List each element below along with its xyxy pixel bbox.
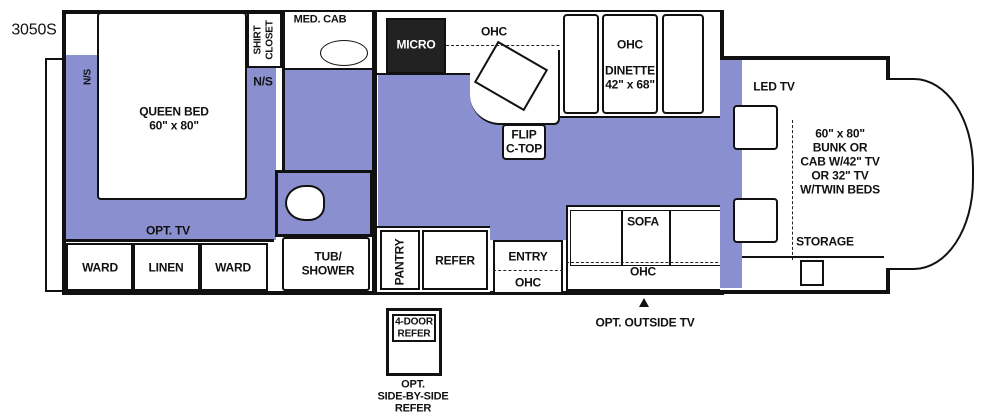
- wardrobe-left: [66, 243, 133, 291]
- wardrobe-right-label: WARD: [215, 260, 251, 275]
- sofa-cushion: [570, 210, 622, 266]
- toilet-icon: [285, 185, 325, 221]
- shirt-closet-label-2: CLOSET: [264, 20, 276, 60]
- entry-label: ENTRY: [508, 249, 548, 264]
- bunk-dash: [792, 120, 793, 260]
- dinette-size: 42" x 68": [605, 77, 655, 92]
- pantry-label: PANTRY: [392, 238, 407, 286]
- linen-closet: [133, 243, 200, 291]
- ohc-entry-label: OHC: [514, 275, 542, 290]
- opt-refer-label: REFER: [394, 402, 432, 415]
- wardrobe-right: [200, 243, 268, 291]
- wardrobe-left-label: WARD: [82, 260, 118, 275]
- dinette-seat-left: [563, 14, 599, 114]
- opt-refer-label: SIDE-BY-SIDE: [377, 390, 449, 403]
- bunk-line: BUNK OR: [812, 140, 868, 155]
- front-floor-strip: [720, 60, 742, 288]
- rear-cap: [45, 58, 63, 292]
- nightstand-right: N/S: [253, 74, 273, 89]
- range-icon: [386, 18, 446, 74]
- wall: [372, 12, 377, 292]
- dinette-seat-right: [662, 14, 704, 114]
- tub-label: TUB/: [314, 249, 342, 264]
- nightstand-left: N/S: [82, 68, 94, 86]
- passenger-seat: [733, 198, 778, 243]
- bunk-line: W/TWIN BEDS: [800, 182, 880, 197]
- shirt-closet: [247, 12, 282, 68]
- opt-tv-label: OPT. TV: [146, 223, 190, 238]
- led-tv-label: LED TV: [753, 79, 795, 94]
- refer-label: REFER: [435, 253, 475, 268]
- queen-bed: [97, 12, 247, 200]
- storage-label: STORAGE: [796, 234, 854, 249]
- sofa-ohc-dash: [566, 262, 738, 263]
- opt-refer-box-line2: REFER: [397, 328, 431, 340]
- refer: [422, 230, 488, 290]
- wall: [282, 12, 285, 170]
- driver-seat: [733, 105, 778, 150]
- shower-label: SHOWER: [301, 263, 355, 278]
- flip-ctop: [502, 124, 546, 160]
- tub-shower: [282, 237, 370, 291]
- queen-bed-label: QUEEN BED: [139, 104, 209, 119]
- model-label: 3050S: [11, 21, 57, 39]
- opt-refer-inner: [392, 314, 436, 342]
- ctop-label: C-TOP: [505, 141, 543, 156]
- sofa: [566, 205, 738, 291]
- med-cab-label: MED. CAB: [293, 13, 347, 26]
- sink-icon: [320, 40, 368, 66]
- dinette-label: DINETTE: [605, 63, 655, 78]
- bunk-line: 60" x 80": [815, 126, 865, 141]
- flip-label: FLIP: [511, 127, 537, 142]
- opt-outside-tv-label: OPT. OUTSIDE TV: [595, 315, 695, 330]
- cooktop-icon: [800, 260, 824, 286]
- opt-refer-box-line1: 4-DOOR: [395, 316, 433, 328]
- bunk-line: CAB W/42" TV: [800, 154, 880, 169]
- ohc-sofa-label: OHC: [629, 264, 657, 279]
- linen-label: LINEN: [148, 260, 184, 275]
- pantry: [380, 230, 420, 290]
- ohc-kitchen-label: OHC: [480, 24, 508, 39]
- opt-refer-label: OPT.: [401, 378, 425, 391]
- dinette-table: [602, 14, 658, 114]
- sofa-label: SOFA: [627, 214, 659, 229]
- bath-floor: [282, 68, 374, 170]
- entry-ohc-dash: [493, 270, 563, 271]
- sofa-cushion: [622, 210, 670, 266]
- wall: [66, 239, 274, 242]
- queen-bed-size: 60" x 80": [149, 118, 199, 133]
- entry[interactable]: [493, 240, 563, 292]
- storage-cabinet: [742, 256, 884, 290]
- bunk-line: OR 32" TV: [811, 168, 869, 183]
- micro-label: MICRO: [396, 37, 436, 52]
- sofa-cushion: [670, 210, 722, 266]
- ohc-dinette-label: OHC: [616, 37, 644, 52]
- cab-nose: [886, 78, 974, 270]
- triangle-marker-icon: [639, 298, 649, 307]
